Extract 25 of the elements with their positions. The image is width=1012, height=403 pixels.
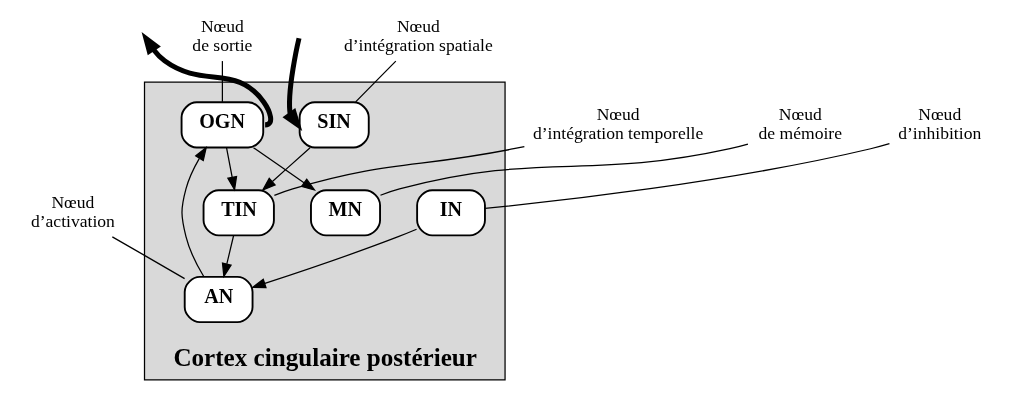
arrow (282, 37, 303, 132)
node-text: Nœud d’activation (30, 192, 115, 231)
node-box: SIN (298, 101, 370, 149)
connector (111, 236, 186, 280)
node-box: TIN (202, 189, 275, 237)
node-text: Nœud de sortie (192, 16, 253, 55)
node-box: AN (183, 275, 254, 324)
connector (484, 143, 891, 210)
arrow (221, 235, 235, 279)
arrow (225, 147, 238, 192)
arrow (141, 32, 274, 128)
node-box: IN (416, 189, 486, 237)
node-text: Nœud d’intégration spatiale (343, 16, 493, 55)
connector (379, 143, 749, 196)
node-box: MN (310, 189, 381, 237)
arrow (261, 147, 311, 192)
connector (355, 60, 397, 103)
connector (221, 60, 224, 103)
node-text: Nœud de mémoire (758, 104, 843, 143)
arrow (250, 228, 418, 289)
connector (273, 146, 525, 196)
node-text: Nœud d’intégration temporelle (532, 104, 704, 143)
arrow (181, 145, 208, 278)
node-box: OGN (180, 101, 265, 149)
node-text: Nœud d’inhibition (898, 104, 982, 143)
